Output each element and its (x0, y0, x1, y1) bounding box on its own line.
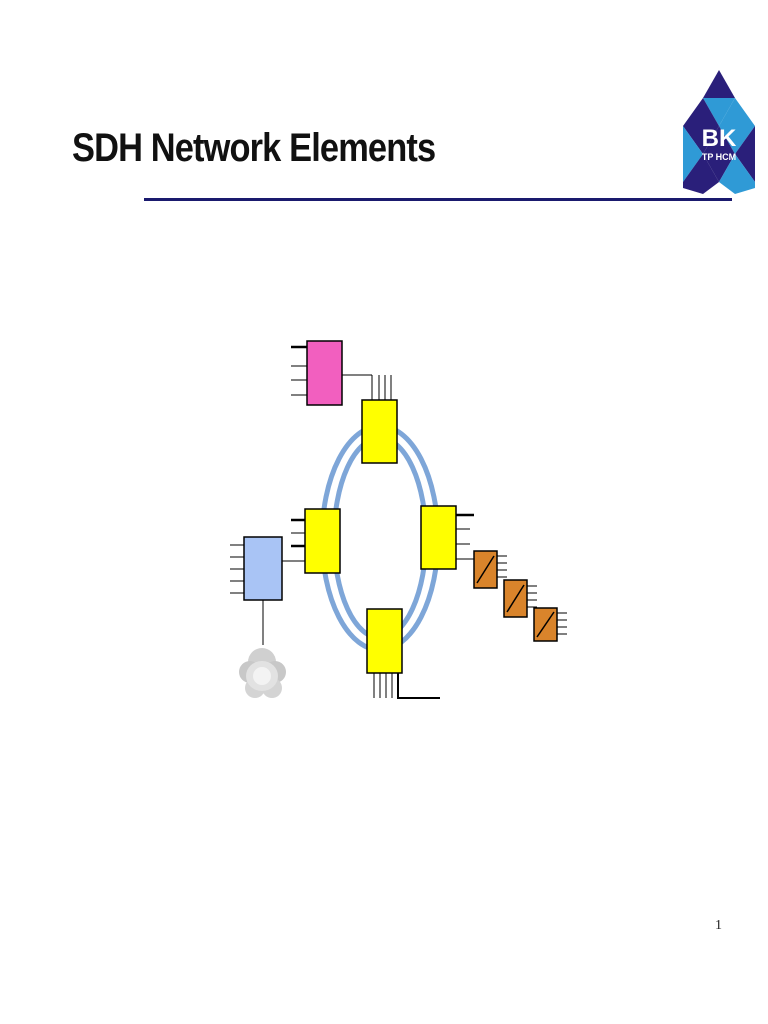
adm-bottom (366, 608, 440, 699)
adm-top (361, 375, 398, 464)
regenerator-3 (533, 607, 567, 642)
title-divider (144, 198, 732, 201)
regenerator-2 (503, 579, 537, 618)
logo-text-main: BK (702, 125, 737, 152)
logo-text-sub: TP HCM (702, 152, 736, 162)
terminal-multiplexer (291, 340, 372, 406)
page-number: 1 (715, 918, 722, 933)
bk-logo: BK TP HCM (683, 70, 755, 194)
adm-left (291, 508, 341, 574)
regenerator-1 (473, 550, 507, 589)
digital-cross-connect (230, 536, 305, 645)
slide-title: SDH Network Elements (72, 126, 436, 170)
logo-shape (683, 70, 755, 194)
adm-right (420, 505, 474, 570)
network-cloud-icon (239, 648, 286, 698)
